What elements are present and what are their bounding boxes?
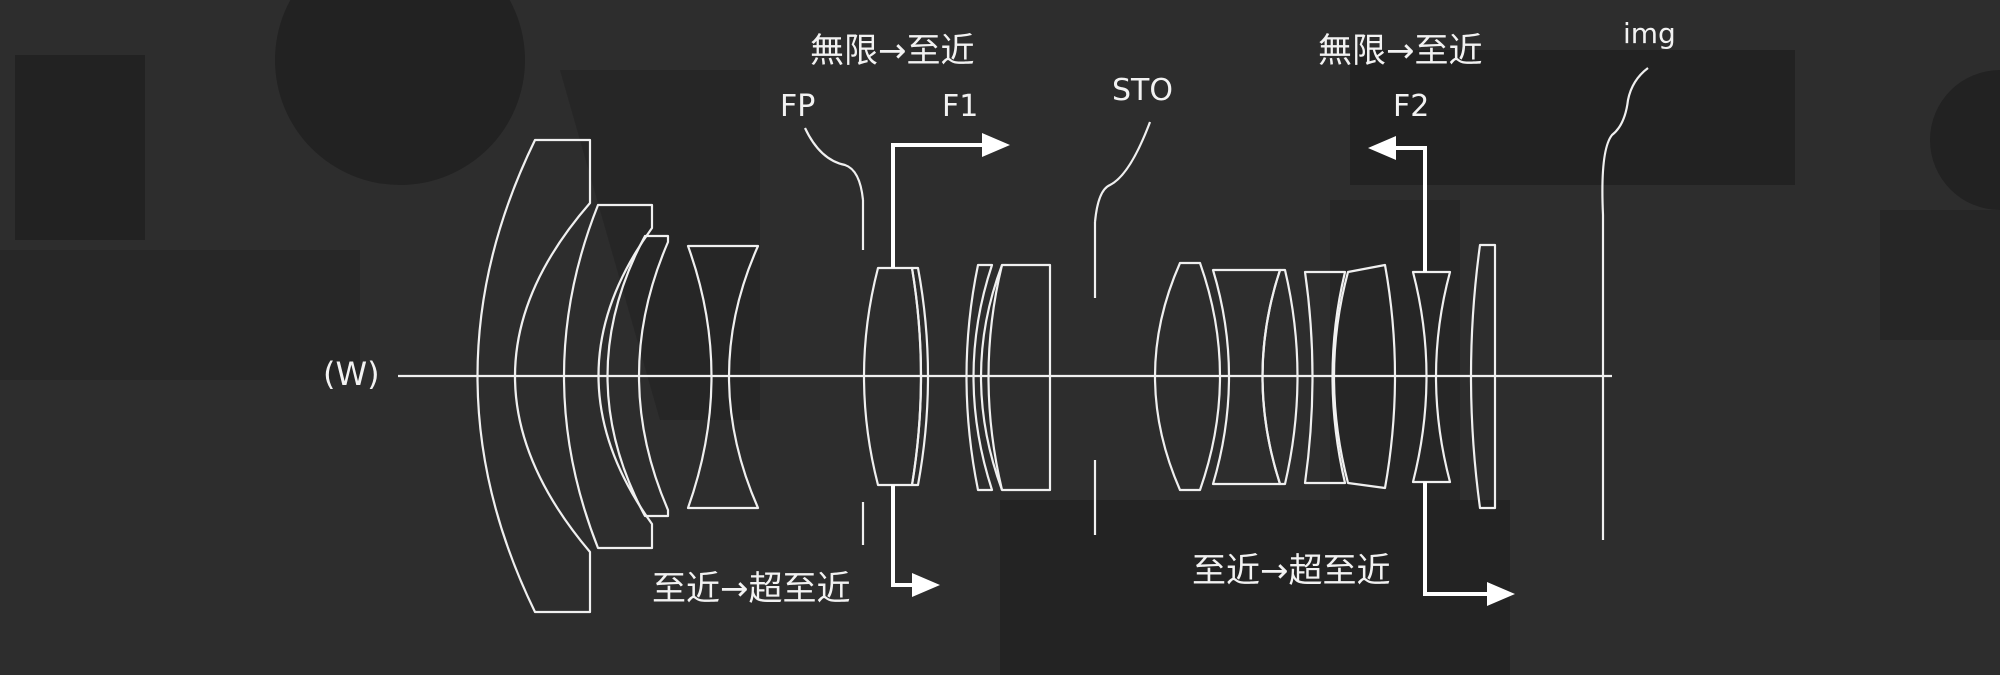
lens-element-6 bbox=[979, 263, 1052, 492]
lens-element-4 bbox=[686, 244, 760, 510]
img-leader-line bbox=[1601, 67, 1649, 216]
f2-arrow-near-to-super-near bbox=[1423, 482, 1490, 596]
f2-arrowhead-down bbox=[1487, 582, 1515, 606]
f2-focus-near-to-super-near-label: 至近→超至近 bbox=[1192, 551, 1391, 591]
f1-focus-near-to-super-near-label: 至近→超至近 bbox=[652, 569, 851, 609]
lens-element-11 bbox=[1303, 270, 1347, 485]
f2-arrowhead-up bbox=[1368, 136, 1396, 160]
lens-element-10 bbox=[1261, 268, 1299, 486]
lens-element-5 bbox=[965, 263, 994, 492]
lens-group-2 bbox=[965, 263, 1052, 492]
fp-label: FP bbox=[780, 89, 816, 124]
f1-arrow-near-to-super-near bbox=[891, 485, 915, 587]
lens-element-3 bbox=[606, 234, 670, 518]
f1-arrow-infinity-to-near bbox=[891, 143, 985, 268]
lens-element-f1-b bbox=[910, 266, 930, 487]
lens-element-12 bbox=[1332, 263, 1397, 490]
lens-element-7 bbox=[987, 264, 1004, 491]
f2-focus-infinity-to-near-label: 無限→至近 bbox=[1318, 31, 1483, 71]
f2-label: F2 bbox=[1393, 89, 1430, 124]
f1-arrowhead-up bbox=[982, 133, 1010, 157]
lens-element-1 bbox=[476, 138, 592, 614]
lens-group-3 bbox=[1153, 261, 1397, 492]
img-label: img bbox=[1623, 17, 1676, 50]
sto-label: STO bbox=[1112, 73, 1173, 108]
f1-focus-infinity-to-near-label: 無限→至近 bbox=[810, 31, 975, 71]
f1-label: F1 bbox=[942, 89, 979, 124]
sto-leader-line bbox=[1093, 121, 1152, 223]
f2-arrow-infinity-to-near bbox=[1395, 146, 1427, 272]
lens-element-f2 bbox=[1411, 270, 1452, 484]
focus-group-f1 bbox=[862, 266, 930, 487]
lens-element-8 bbox=[1153, 261, 1222, 492]
fp-leader-line bbox=[804, 127, 865, 201]
lens-group-1 bbox=[476, 138, 760, 614]
lens-element-2 bbox=[562, 203, 654, 550]
lens-group-rear bbox=[1469, 243, 1497, 510]
focus-group-f2 bbox=[1411, 270, 1452, 484]
lens-element-rear bbox=[1469, 243, 1497, 510]
wide-position-label: (W) bbox=[323, 355, 380, 393]
f1-arrowhead-down bbox=[912, 573, 940, 597]
